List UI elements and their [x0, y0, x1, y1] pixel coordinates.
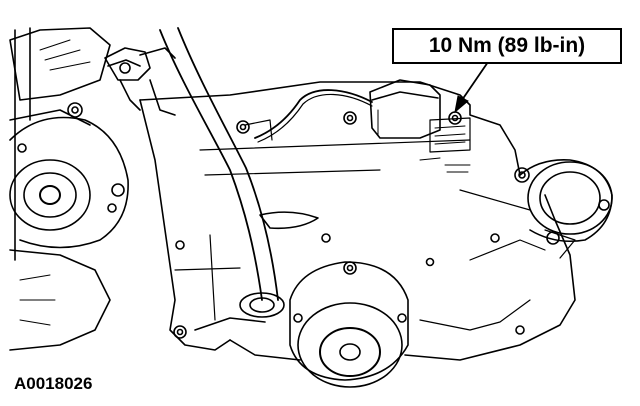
left-bearing-housing	[9, 102, 129, 249]
solenoid-block	[369, 79, 441, 139]
torque-callout: 10 Nm (89 lb-in)	[392, 28, 622, 64]
wire-harness	[254, 89, 373, 143]
callout-leader-arrow	[461, 61, 489, 101]
torque-callout-text: 10 Nm (89 lb-in)	[428, 34, 586, 57]
case-bolts	[173, 111, 525, 339]
left-background-structure	[9, 27, 111, 351]
figure-id: A0018026	[14, 374, 93, 393]
lower-bearing-housing	[289, 261, 409, 388]
arrowhead	[454, 95, 469, 114]
right-bearing-housing	[514, 158, 613, 259]
sensor-bracket	[104, 47, 176, 116]
dipstick-tube	[159, 27, 285, 318]
